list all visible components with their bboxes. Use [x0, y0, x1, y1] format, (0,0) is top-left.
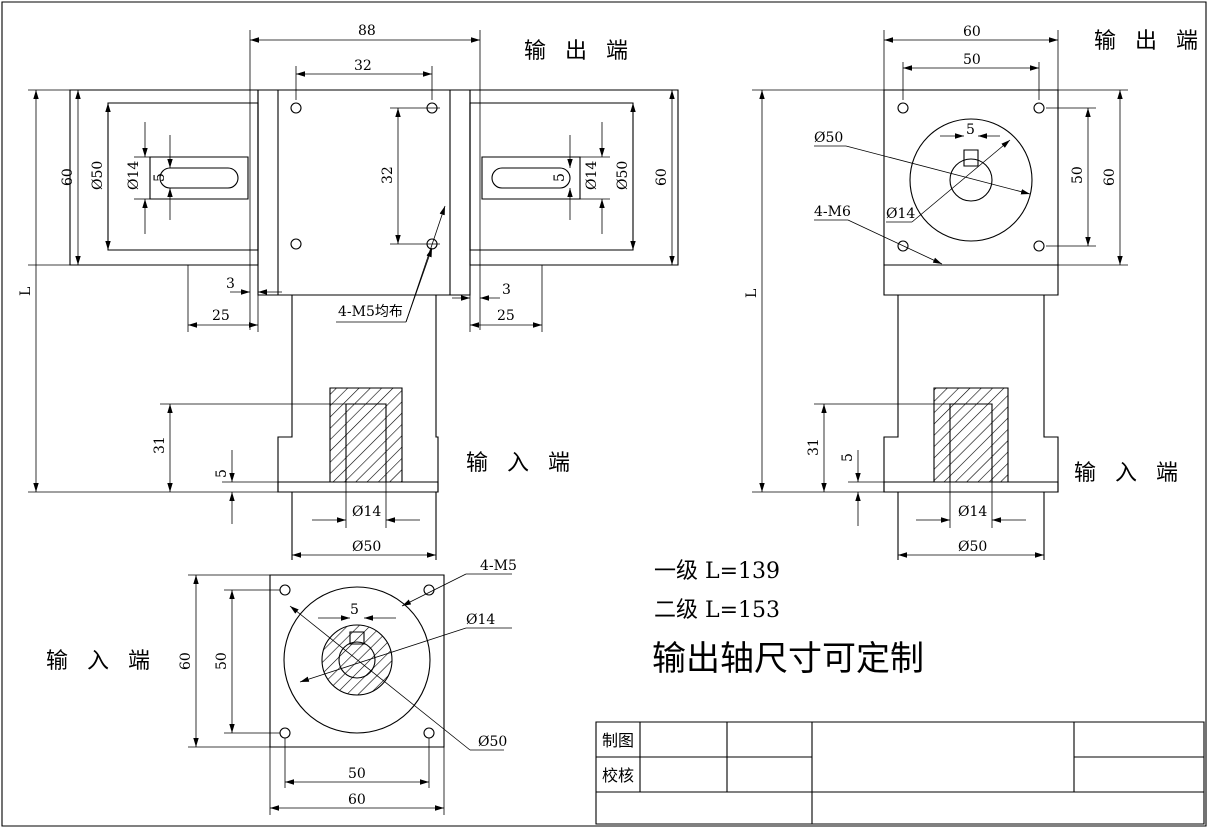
- input-holes-note: 4-M5: [480, 558, 517, 574]
- front-flange-dia50: Ø50: [352, 539, 381, 555]
- side-bolt-50: 50: [963, 52, 981, 68]
- front-right-60: 60: [654, 168, 670, 186]
- side-view: 60 50 Ø50 Ø14 4-M6 5 50 60 L: [744, 24, 1204, 560]
- side-height-60: 60: [1102, 168, 1118, 186]
- input-width-60: 60: [348, 792, 366, 808]
- side-output-label: 输 出 端: [1094, 29, 1204, 54]
- front-bolt-32-v: 32: [380, 166, 396, 184]
- side-flange-dia50: Ø50: [958, 539, 987, 555]
- front-body: [258, 90, 470, 295]
- front-bolt-32: 32: [354, 58, 372, 74]
- front-bore-dia14: Ø14: [352, 504, 381, 520]
- front-right-dia14: Ø14: [584, 161, 600, 190]
- title-block: 制图 校核: [596, 722, 1204, 824]
- side-dia14: Ø14: [886, 206, 915, 222]
- side-bore-dia14: Ø14: [958, 504, 987, 520]
- note-stage2: 二级 L=153: [654, 598, 780, 623]
- front-view: 88 32 32 60 Ø50 Ø14 5 60 Ø50: [18, 23, 678, 560]
- side-key5: 5: [966, 122, 975, 138]
- side-depth-31: 31: [806, 438, 822, 456]
- front-left-60: 60: [60, 168, 76, 186]
- input-view: 4-M5 5 Ø14 Ø50 60 50 50 60 输 入 端: [46, 558, 517, 815]
- front-right-dia50: Ø50: [615, 161, 631, 190]
- front-len25-right: 25: [497, 308, 515, 324]
- front-gap3-left: 3: [226, 276, 235, 292]
- title-block-checked: 校核: [602, 766, 634, 785]
- front-left-dia50: Ø50: [90, 161, 106, 190]
- front-output-label: 输 出 端: [524, 39, 634, 64]
- input-dia14: Ø14: [466, 612, 495, 628]
- front-gap3-right: 3: [502, 282, 511, 298]
- side-holes-note: 4-M6: [814, 204, 851, 220]
- front-flange-5: 5: [214, 469, 230, 478]
- side-total-L: L: [744, 289, 760, 298]
- note-custom-shaft: 输出轴尺寸可定制: [652, 639, 924, 679]
- side-dia50: Ø50: [814, 130, 843, 146]
- front-right-key5: 5: [552, 173, 568, 182]
- front-input-label: 输 入 端: [466, 451, 576, 476]
- title-block-drawn: 制图: [602, 731, 634, 750]
- input-dia50: Ø50: [478, 734, 507, 750]
- side-bolt-50-v: 50: [1070, 166, 1086, 184]
- input-bolt-50-h: 50: [348, 766, 366, 782]
- input-view-label: 输 入 端: [46, 649, 156, 674]
- front-depth-31: 31: [152, 436, 168, 454]
- front-left-key5: 5: [152, 173, 168, 182]
- side-flange-5: 5: [840, 453, 856, 462]
- front-total-L: L: [18, 287, 34, 296]
- input-bolt-50-v: 50: [214, 652, 230, 670]
- front-holes-note: 4-M5均布: [338, 304, 403, 320]
- front-left-dia14: Ø14: [126, 161, 142, 190]
- side-width-60: 60: [963, 24, 981, 40]
- front-len25-left: 25: [212, 308, 230, 324]
- front-width-88: 88: [358, 23, 376, 39]
- input-height-60: 60: [178, 652, 194, 670]
- input-key5: 5: [350, 602, 359, 618]
- side-input-label: 输 入 端: [1074, 461, 1184, 486]
- note-stage1: 一级 L=139: [654, 559, 780, 584]
